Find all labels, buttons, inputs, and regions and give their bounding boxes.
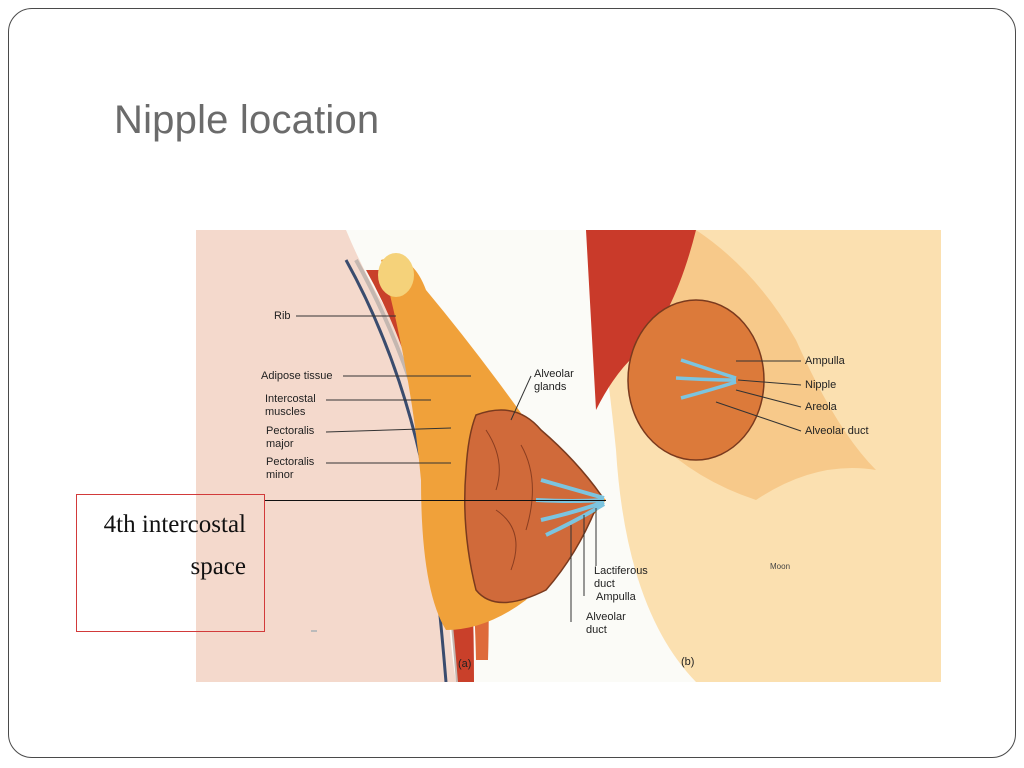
label-ampulla-center: Ampulla <box>596 591 636 603</box>
slide-frame <box>8 8 1016 758</box>
slide-title: Nipple location <box>114 98 380 142</box>
label-alveolar-duct-center-2: duct <box>586 624 607 636</box>
label-intercostal-muscles-2: muscles <box>265 406 306 418</box>
anatomy-figure: Rib Adipose tissue Intercostal muscles P… <box>196 230 941 682</box>
callout-text: 4th intercostal space <box>103 511 246 580</box>
label-pectoralis-major-2: major <box>266 438 294 450</box>
callout-box <box>76 494 265 632</box>
label-ampulla-right: Ampulla <box>805 355 845 367</box>
panel-b-label: (b) <box>681 656 695 668</box>
label-alveolar-duct-right: Alveolar duct <box>805 425 869 437</box>
label-lactiferous-duct-2: duct <box>594 578 615 590</box>
label-lactiferous-duct-1: Lactiferous <box>594 565 648 577</box>
label-adipose-tissue: Adipose tissue <box>261 370 333 382</box>
label-areola: Areola <box>805 401 837 413</box>
label-alveolar-glands-1: Alveolar <box>534 368 574 380</box>
label-alveolar-duct-center-1: Alveolar <box>586 611 626 623</box>
label-pectoralis-minor-2: minor <box>266 469 294 481</box>
label-pectoralis-major-1: Pectoralis <box>266 425 315 437</box>
label-nipple: Nipple <box>805 379 837 391</box>
label-pectoralis-minor-1: Pectoralis <box>266 456 315 468</box>
label-alveolar-glands-2: glands <box>534 381 567 393</box>
panel-a-label: (a) <box>458 658 472 670</box>
label-rib: Rib <box>274 310 291 322</box>
label-intercostal-muscles-1: Intercostal <box>265 393 316 405</box>
credit-label: Moon <box>770 562 791 571</box>
nipple-pointer-line <box>265 500 606 501</box>
breast-anatomy-illustration <box>196 230 941 682</box>
